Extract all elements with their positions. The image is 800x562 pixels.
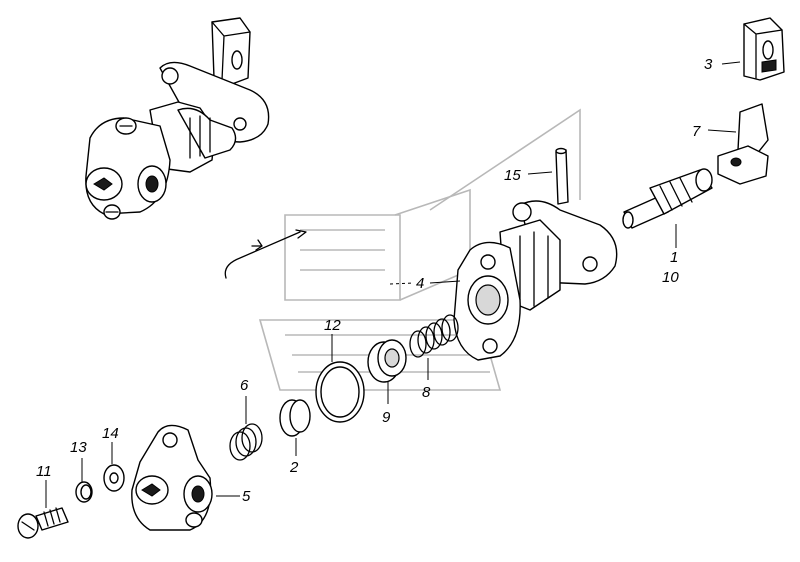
label-15: 15 [504, 167, 521, 184]
washer-part-14 [103, 464, 125, 492]
plunger-part-1 [622, 168, 713, 229]
spring-part-6 [229, 423, 263, 461]
label-11: 11 [36, 463, 52, 480]
label-1: 1 [670, 249, 678, 266]
label-8: 8 [422, 384, 431, 401]
housing-part-5 [131, 424, 213, 531]
label-9: 9 [382, 409, 391, 426]
label-13: 13 [70, 439, 87, 456]
label-5: 5 [242, 488, 251, 505]
label-7: 7 [692, 123, 701, 140]
seal-part-9 [367, 339, 407, 383]
bolt-part-11 [17, 507, 69, 539]
label-2: 2 [289, 459, 299, 476]
cup-part-2 [279, 399, 311, 437]
valve-body-part-4 [453, 200, 618, 361]
label-14: 14 [102, 425, 119, 442]
label-12: 12 [324, 317, 341, 334]
washer-part-13 [75, 481, 93, 503]
lever-part-7 [717, 103, 769, 185]
label-10: 10 [662, 269, 679, 286]
assembled-valve-unit [85, 17, 270, 220]
cap-part-3 [743, 17, 785, 81]
label-3: 3 [704, 56, 713, 73]
callouts: 3 7 15 1 10 4 12 8 9 6 2 5 14 13 11 [36, 56, 741, 508]
spring-part-8 [409, 314, 459, 358]
o-ring-part-12 [315, 361, 365, 423]
label-4: 4 [416, 275, 424, 292]
flow-arrow [224, 229, 307, 279]
pin-part-15 [555, 147, 569, 205]
label-6: 6 [240, 377, 249, 394]
